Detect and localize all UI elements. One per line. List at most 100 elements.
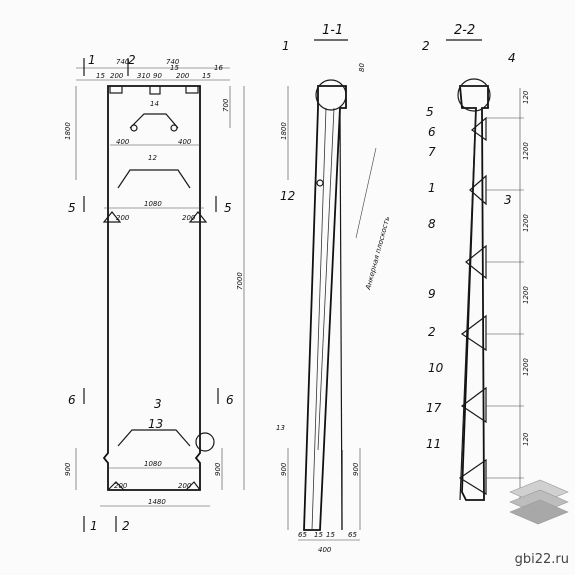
dim-d200c: 200 bbox=[114, 482, 128, 490]
side2-dim-v1200c: 1200 bbox=[522, 286, 530, 304]
side1-dim-b15a: 15 bbox=[314, 531, 323, 539]
side2-outline bbox=[459, 85, 489, 501]
side2-callout-3: 3 bbox=[504, 193, 512, 207]
side2-slope bbox=[459, 107, 477, 501]
detail-circle-3 bbox=[195, 432, 215, 452]
dim-d200a: 200 bbox=[116, 214, 130, 222]
front-view: 740 740 15 200 310 90 200 15 1 2 15 16 1… bbox=[64, 53, 245, 533]
support-left bbox=[107, 481, 125, 491]
dim-t200b: 200 bbox=[176, 72, 190, 80]
section-5-left: 5 bbox=[68, 201, 76, 215]
section-1-bottom: 1 bbox=[90, 519, 98, 533]
side1-pin bbox=[316, 179, 324, 187]
dim-t200a: 200 bbox=[110, 72, 124, 80]
side1-dim-v900b: 900 bbox=[352, 462, 360, 476]
dim-d400b: 400 bbox=[178, 138, 192, 146]
title-1-1: 1-1 bbox=[322, 23, 343, 38]
bolt-hole-right bbox=[170, 124, 178, 132]
side1-dim-b15b: 15 bbox=[326, 531, 335, 539]
section-1-1: 1-1 1 12 13 80 1800 900 900 65 15 15 65 … bbox=[276, 23, 391, 554]
side2-callout-4: 4 bbox=[508, 51, 516, 65]
dim-d200d: 200 bbox=[178, 482, 192, 490]
callout-15: 15 bbox=[170, 64, 179, 72]
side2-callout-9: 9 bbox=[428, 287, 436, 301]
bolt-hole-left bbox=[130, 124, 138, 132]
side2-callout-8: 8 bbox=[428, 217, 436, 231]
side2-callout-1: 1 bbox=[428, 181, 436, 195]
upper-support-left bbox=[102, 211, 122, 223]
dim-top-740b: 740 bbox=[166, 58, 180, 66]
dim-v7000-front: 7000 bbox=[236, 272, 244, 290]
side2-dim-v1200b: 1200 bbox=[522, 214, 530, 232]
side1-dim-v1800: 1800 bbox=[280, 122, 288, 140]
callout-12: 12 bbox=[148, 154, 157, 162]
dim-v700-front: 700 bbox=[222, 98, 230, 112]
dim-t310: 310 bbox=[137, 72, 151, 80]
rib-4 bbox=[460, 314, 487, 352]
callout-1: 1 bbox=[88, 53, 96, 67]
side1-callout-13: 13 bbox=[276, 424, 285, 432]
rib-6 bbox=[458, 458, 487, 496]
side1-note-leader bbox=[355, 147, 377, 239]
dim-v900a-front: 900 bbox=[64, 462, 72, 476]
dim-v900b-front: 900 bbox=[214, 462, 222, 476]
rib-5 bbox=[460, 386, 487, 424]
side1-outline bbox=[303, 85, 347, 531]
side1-dim-v900a: 900 bbox=[280, 462, 288, 476]
side1-dim-b65b: 65 bbox=[348, 531, 357, 539]
site-logo bbox=[509, 479, 569, 525]
side2-callout-10: 10 bbox=[428, 361, 444, 375]
side1-dim-b65a: 65 bbox=[298, 531, 307, 539]
dim-t15a: 15 bbox=[96, 72, 105, 80]
callout-14: 14 bbox=[150, 100, 159, 108]
section-2-2: 2-2 2 4 5 6 7 1 3 8 9 2 10 17 11 120 120… bbox=[422, 23, 530, 501]
side1-callout-1: 1 bbox=[282, 39, 290, 53]
side2-callout-7: 7 bbox=[428, 145, 436, 159]
dim-v1800-front: 1800 bbox=[64, 122, 72, 140]
side2-dim-v120: 120 bbox=[522, 90, 530, 104]
side2-dim-v1200d: 1200 bbox=[522, 358, 530, 376]
dim-t15b: 15 bbox=[202, 72, 211, 80]
title-2-2: 2-2 bbox=[454, 23, 475, 38]
callout-16: 16 bbox=[214, 64, 223, 72]
side1-dim-80: 80 bbox=[358, 63, 366, 72]
callout-13: 13 bbox=[148, 417, 163, 431]
section-5-right: 5 bbox=[224, 201, 232, 215]
side1-callout-12: 12 bbox=[280, 189, 295, 203]
dim-t90: 90 bbox=[153, 72, 162, 80]
callout-2: 2 bbox=[128, 53, 136, 67]
side2-callout-17: 17 bbox=[426, 401, 442, 415]
rib-1 bbox=[471, 116, 487, 142]
notch-right bbox=[185, 85, 199, 94]
side2-dim-v1200a: 1200 bbox=[522, 142, 530, 160]
side2-dim-v120b: 120 bbox=[522, 432, 530, 446]
section-2-bottom: 2 bbox=[122, 519, 130, 533]
section-6-right: 6 bbox=[226, 393, 234, 407]
side2-callout-2: 2 bbox=[422, 39, 430, 53]
side2-callout-11: 11 bbox=[426, 437, 441, 451]
side1-dim-b400: 400 bbox=[318, 546, 332, 554]
side2-detail-circle bbox=[457, 78, 491, 112]
side1-inner-b bbox=[317, 107, 335, 451]
side1-detail-circle bbox=[315, 79, 347, 111]
top-opening bbox=[129, 113, 179, 129]
dim-d1080a: 1080 bbox=[144, 200, 162, 208]
side2-callout-2b: 2 bbox=[428, 325, 436, 339]
lower-frame bbox=[117, 429, 191, 447]
upper-support-right bbox=[188, 211, 208, 223]
section-6-left: 6 bbox=[68, 393, 76, 407]
dim-d1080b: 1080 bbox=[144, 460, 162, 468]
side1-anchor-note: Анкерная плоскость bbox=[364, 216, 391, 292]
side2-callout-5: 5 bbox=[426, 105, 434, 119]
dim-top-740a: 740 bbox=[116, 58, 130, 66]
upper-frame bbox=[117, 169, 191, 189]
callout-3: 3 bbox=[154, 397, 162, 411]
notch-center bbox=[149, 85, 161, 95]
site-watermark: gbi22.ru bbox=[514, 552, 569, 567]
dim-d1480: 1480 bbox=[148, 498, 166, 506]
dim-d200b: 200 bbox=[182, 214, 196, 222]
notch-left bbox=[109, 85, 123, 94]
side2-callout-6: 6 bbox=[428, 125, 436, 139]
